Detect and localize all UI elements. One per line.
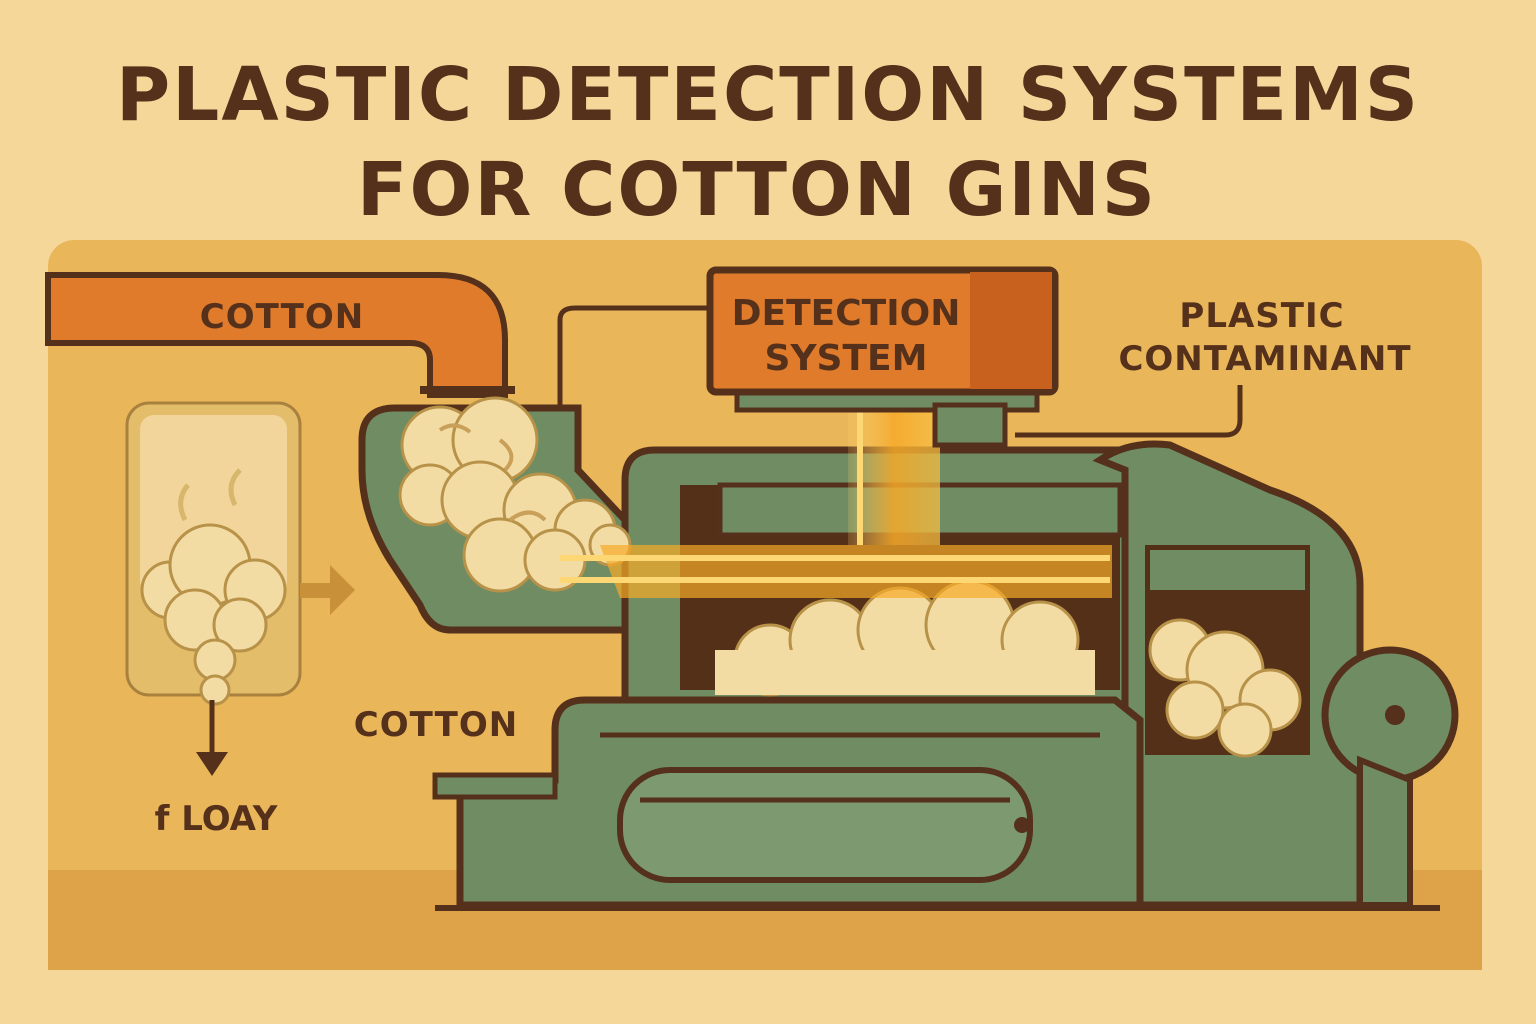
bale-steam-wisps bbox=[178, 468, 242, 522]
side-cotton-puff bbox=[1148, 618, 1302, 758]
plastic-label-line-2: CONTAMINANT bbox=[1118, 339, 1411, 379]
cotton-feed-pipe bbox=[45, 272, 508, 398]
gin-bolt bbox=[1014, 817, 1030, 833]
detection-system-box bbox=[706, 266, 1059, 396]
gin-wheel-leg bbox=[1357, 755, 1413, 908]
base-platform bbox=[432, 772, 558, 800]
detector-stem bbox=[932, 402, 1008, 448]
detector-side-shade bbox=[970, 272, 1052, 389]
down-arrow-icon bbox=[196, 700, 228, 776]
detector-label-line-1: DETECTION bbox=[732, 293, 961, 334]
bale-cotton-puff bbox=[140, 523, 287, 706]
cotton-lower-label: COTTON bbox=[354, 705, 518, 745]
floay-label: f LOAY bbox=[155, 799, 278, 839]
cotton-wisp-lines bbox=[438, 423, 547, 522]
plastic-leader-line bbox=[1015, 385, 1243, 438]
horizontal-beam bbox=[600, 545, 1112, 598]
title-line-2: FOR COTTON GINS bbox=[357, 147, 1157, 233]
gin-cotton-pile bbox=[715, 579, 1095, 697]
cotton-pipe-label: COTTON bbox=[200, 297, 364, 337]
gin-roller bbox=[617, 767, 1033, 883]
side-window-inner bbox=[1150, 550, 1305, 590]
detector-label-line-2: SYSTEM bbox=[765, 338, 928, 379]
gin-wheel-hub bbox=[1385, 705, 1405, 725]
right-arrow-icon bbox=[300, 565, 355, 615]
detector-cable bbox=[557, 305, 712, 415]
vertical-beam bbox=[848, 395, 940, 545]
title-line-1: PLASTIC DETECTION SYSTEMS bbox=[116, 52, 1420, 138]
plastic-label-line-1: PLASTIC bbox=[1179, 296, 1344, 336]
